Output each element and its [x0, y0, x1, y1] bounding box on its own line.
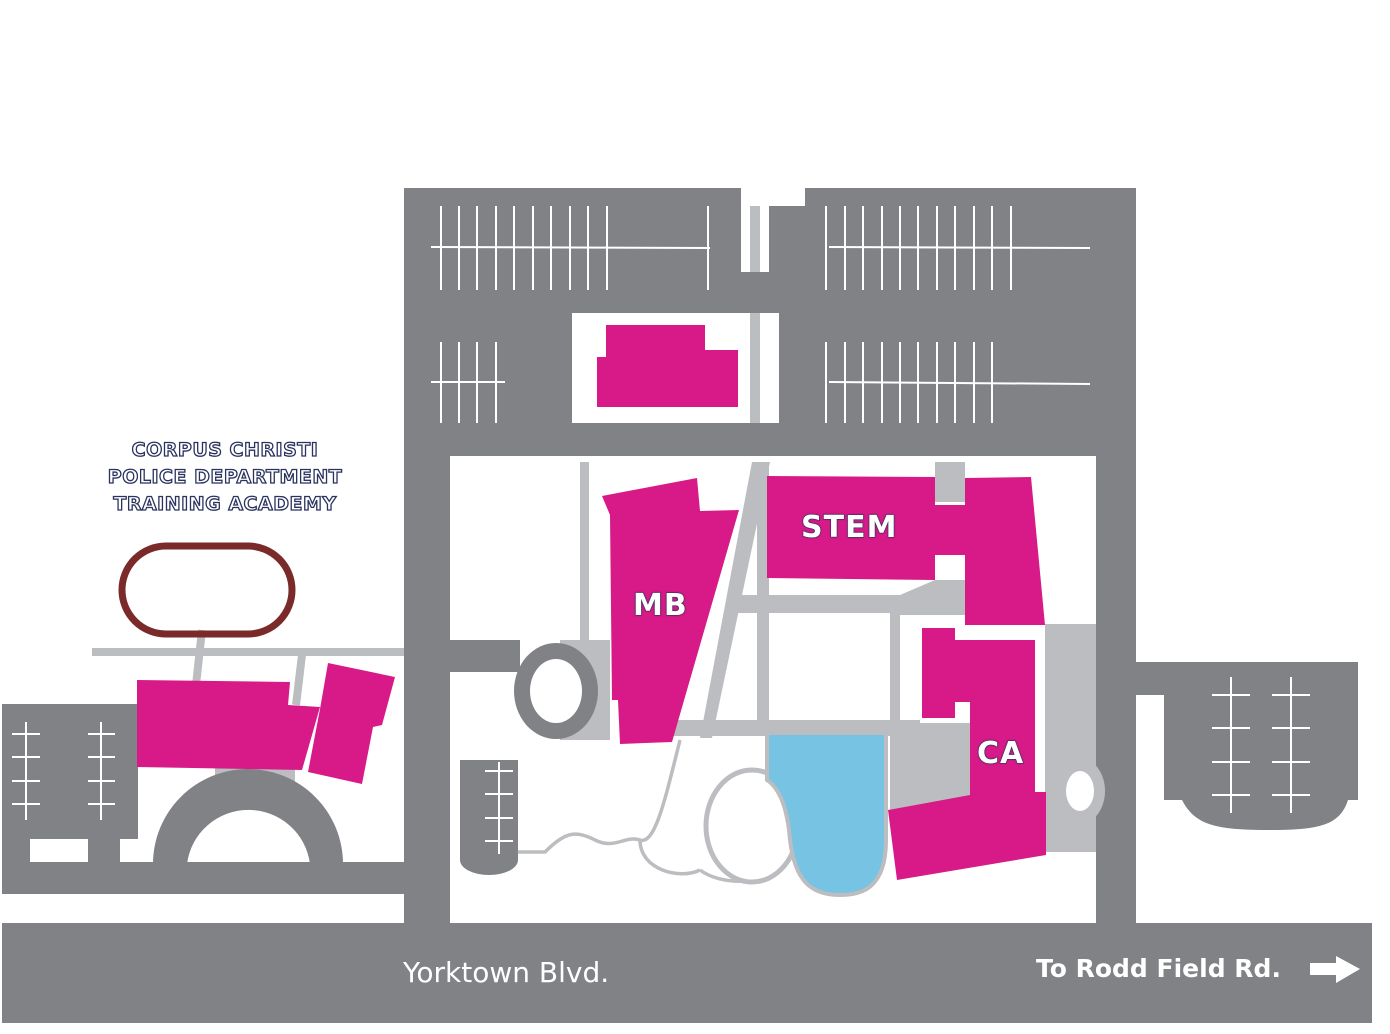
parking-lines-left [12, 722, 115, 820]
left-parking-lot [2, 704, 138, 839]
mb-building [602, 478, 739, 744]
yorktown-blvd-road [2, 923, 1372, 1023]
north-building [597, 325, 738, 407]
left-access-road [2, 862, 407, 894]
police-academy-title: CORPUS CHRISTI POLICE DEPARTMENT TRAININ… [60, 437, 390, 518]
east-parking-lot [1136, 662, 1358, 695]
title-line-3: TRAINING ACADEMY [113, 492, 337, 515]
parking-lines-east [1212, 677, 1310, 813]
ca-label[interactable]: CA [976, 736, 1025, 772]
rodd-field-label: To Rodd Field Rd. [1036, 954, 1281, 983]
parking-lines-north [430, 206, 1091, 423]
mb-label[interactable]: MB [633, 588, 688, 624]
title-line-2: POLICE DEPARTMENT [107, 465, 343, 488]
yorktown-blvd-label: Yorktown Blvd. [403, 956, 610, 989]
east-campus-road [1096, 188, 1136, 923]
ca-building [888, 628, 1046, 880]
running-track [118, 542, 296, 638]
police-academy-building [137, 680, 320, 770]
west-small-parking [460, 760, 518, 860]
stem-building [767, 476, 1045, 625]
title-line-1: CORPUS CHRISTI [131, 438, 319, 461]
west-campus-road [404, 188, 450, 923]
pond [765, 731, 888, 898]
arrow-right-icon [1310, 956, 1360, 983]
stem-label[interactable]: STEM [800, 510, 898, 546]
roundabout-drive [153, 769, 343, 864]
